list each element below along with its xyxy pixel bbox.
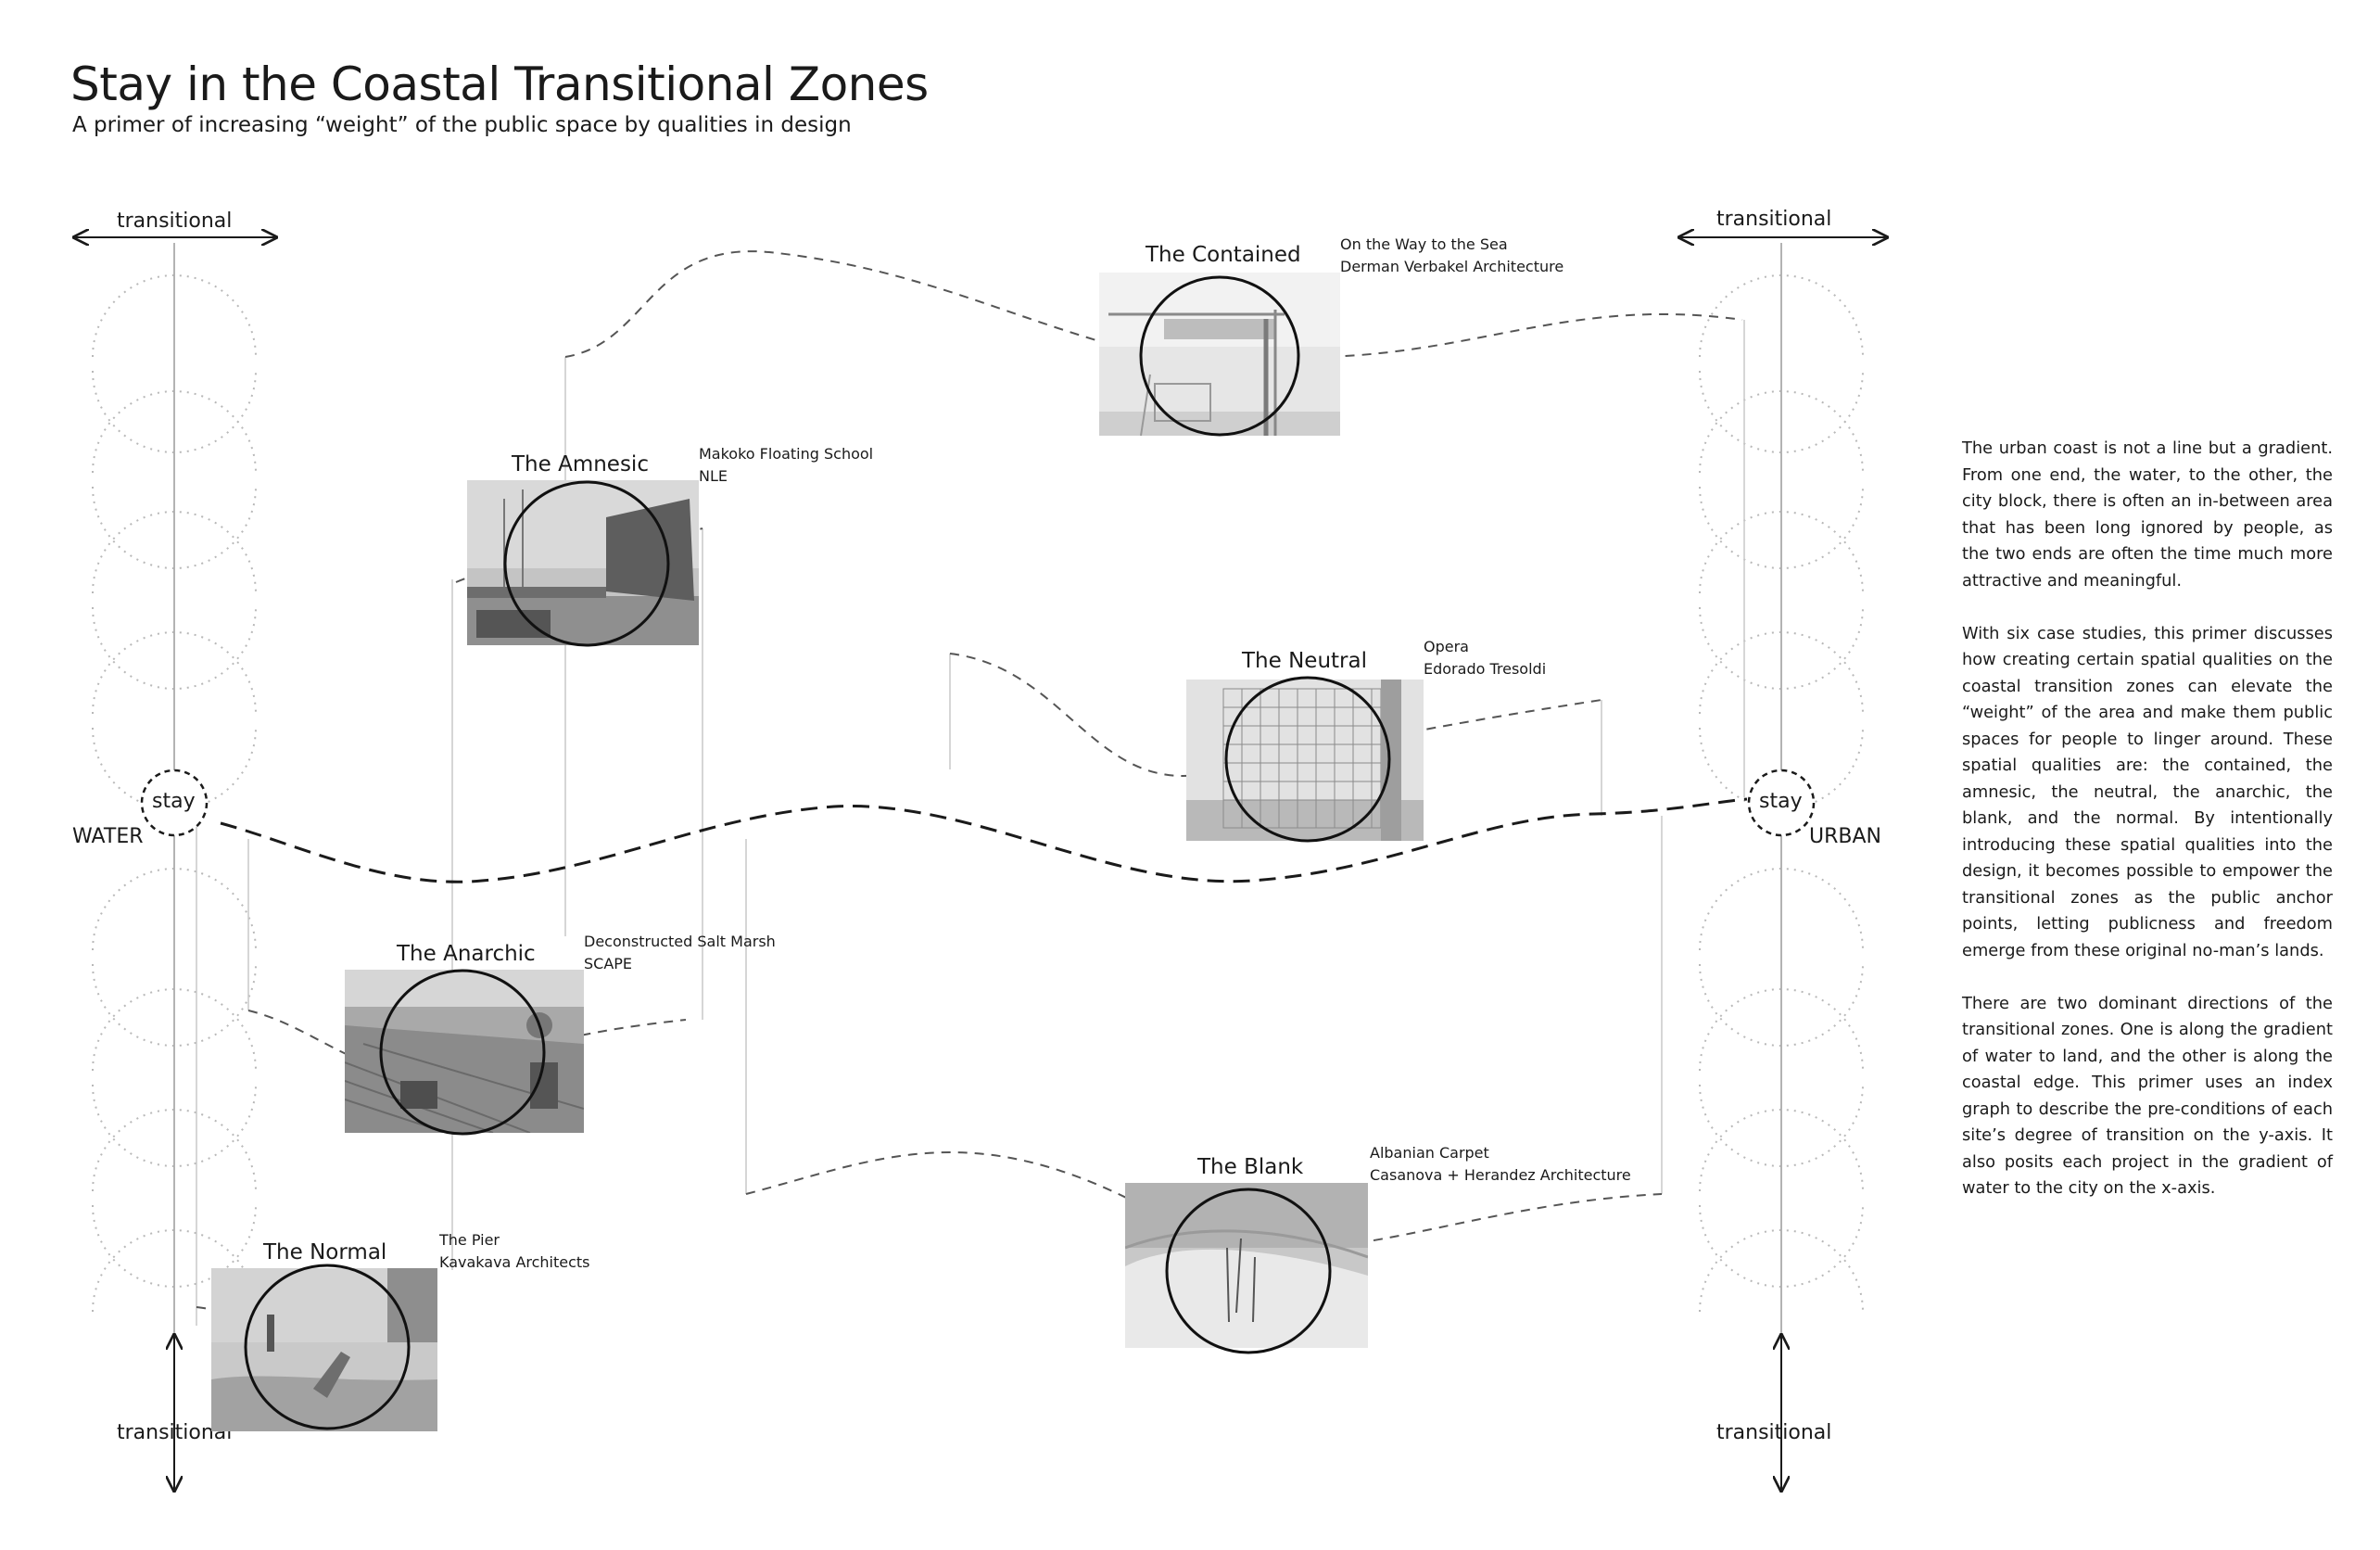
blank-focus-circle (1165, 1188, 1332, 1354)
case-title-neutral: The Neutral (1242, 649, 1367, 673)
case-title-blank: The Blank (1197, 1155, 1304, 1179)
case-project-normal: The Pier (439, 1231, 500, 1249)
case-architect-anarchic: SCAPE (584, 955, 633, 972)
transitional-label-top-right: transitional (1716, 208, 1832, 231)
case-credit-neutral: Opera Edorado Tresoldi (1424, 636, 1546, 680)
case-title-anarchic: The Anarchic (397, 942, 536, 966)
case-credit-amnesic: Makoko Floating School NLE (699, 443, 873, 488)
case-title-normal: The Normal (263, 1240, 387, 1264)
transitional-label-top-left: transitional (117, 210, 233, 233)
main-dashed-curve (220, 797, 1748, 883)
case-architect-normal: Kavakava Architects (439, 1253, 590, 1271)
case-project-contained: On the Way to the Sea (1340, 235, 1508, 253)
paragraph-2: With six case studies, this primer discu… (1962, 623, 2333, 960)
stay-label-right: stay (1759, 790, 1803, 813)
case-project-anarchic: Deconstructed Salt Marsh (584, 933, 776, 950)
dashed-curves (196, 250, 1743, 1356)
water-label: WATER (72, 825, 144, 848)
right-dotted-arcs (1699, 274, 1864, 1313)
case-project-neutral: Opera (1424, 638, 1469, 655)
case-credit-normal: The Pier Kavakava Architects (439, 1229, 590, 1274)
neutral-focus-circle (1224, 676, 1391, 843)
case-credit-anarchic: Deconstructed Salt Marsh SCAPE (584, 931, 776, 975)
case-title-contained: The Contained (1146, 243, 1301, 267)
right-stay-circle (1747, 769, 1816, 837)
case-credit-contained: On the Way to the Sea Derman Verbakel Ar… (1340, 234, 1563, 278)
left-stay-circle (140, 769, 209, 837)
case-architect-neutral: Edorado Tresoldi (1424, 660, 1547, 678)
transitional-label-bottom-right: transitional (1716, 1421, 1832, 1444)
case-architect-amnesic: NLE (699, 467, 728, 485)
case-project-amnesic: Makoko Floating School (699, 445, 874, 463)
case-title-amnesic: The Amnesic (512, 452, 649, 476)
canopy-photo-icon (1099, 273, 1340, 436)
paragraph-1: The urban coast is not a line but a grad… (1962, 438, 2333, 591)
connector-lines (196, 320, 1745, 1326)
normal-focus-circle (244, 1264, 411, 1430)
amnesic-focus-circle (503, 480, 670, 647)
case-architect-blank: Casanova + Herandez Architecture (1370, 1166, 1631, 1184)
page-subtitle: A primer of increasing “weight” of the p… (72, 113, 852, 137)
page-title: Stay in the Coastal Transitional Zones (70, 57, 929, 111)
paragraph-3: There are two dominant directions of the… (1962, 993, 2333, 1199)
urban-label: URBAN (1809, 825, 1881, 848)
floating-school-photo-icon (467, 480, 699, 645)
explanatory-text: The urban coast is not a line but a grad… (1962, 436, 2333, 1228)
case-credit-blank: Albanian Carpet Casanova + Herandez Arch… (1370, 1142, 1631, 1187)
contained-focus-circle (1139, 275, 1300, 437)
left-dotted-arcs (92, 274, 257, 1313)
stay-label-left: stay (152, 790, 196, 813)
case-architect-contained: Derman Verbakel Architecture (1340, 258, 1564, 275)
anarchic-focus-circle (379, 969, 546, 1136)
case-project-blank: Albanian Carpet (1370, 1144, 1489, 1162)
